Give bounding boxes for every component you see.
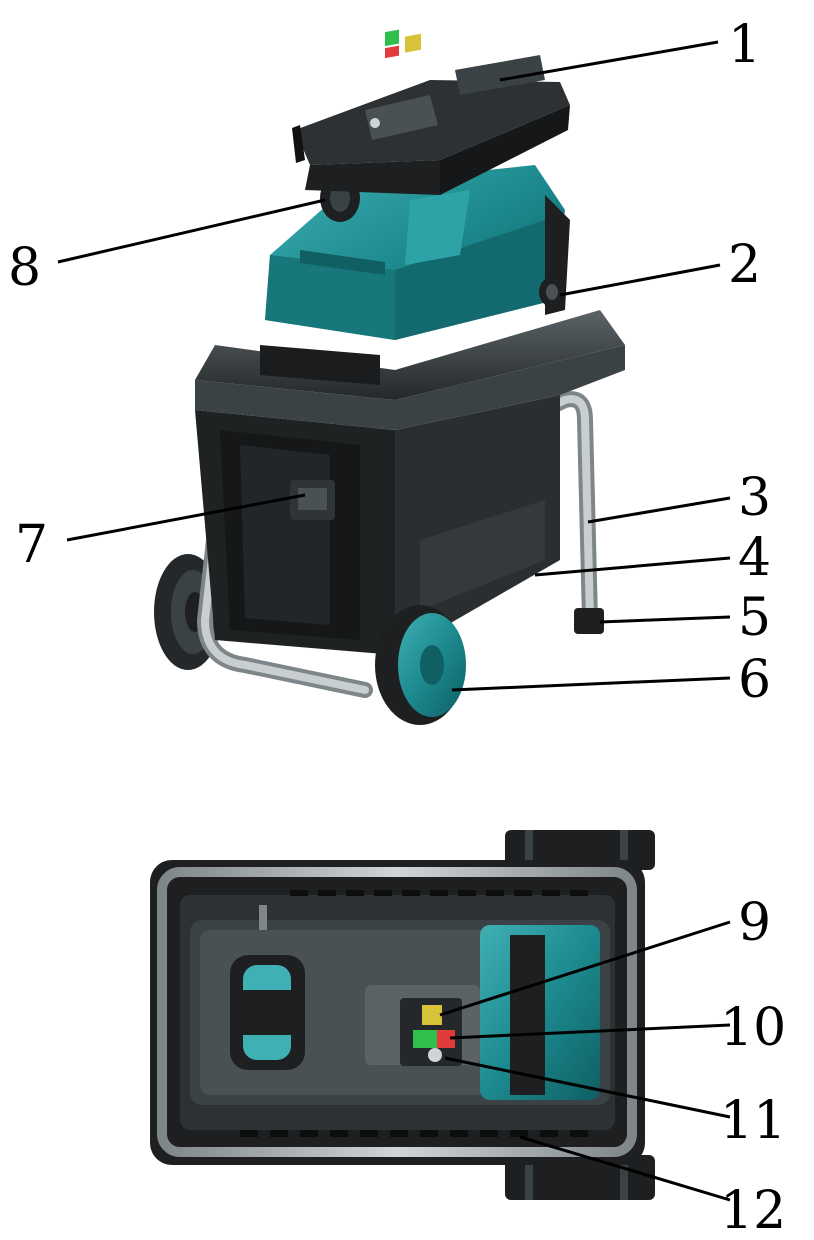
top-vent-lower: [240, 1130, 588, 1137]
callout-5: 5: [738, 588, 771, 648]
feed-opening: [230, 955, 305, 1070]
callout-9: 9: [738, 893, 771, 953]
front-wheel: [375, 605, 466, 725]
top-on-switch: [413, 1030, 437, 1048]
support-foot: [574, 608, 604, 634]
adjust-knob: [539, 277, 565, 307]
callout-7: 7: [15, 515, 48, 575]
callout-6: 6: [738, 650, 771, 710]
callout-2: 2: [728, 235, 761, 295]
leader-lines: [57, 40, 731, 1202]
callout-numbers: 1 2 3 4 5 6 7 8 9 10 11 12: [8, 15, 786, 1240]
top-overload-button: [428, 1048, 442, 1062]
reset-switch: [405, 33, 421, 53]
collection-box: [195, 395, 560, 655]
callout-11: 11: [720, 1091, 786, 1151]
callout-4: 4: [738, 528, 771, 588]
top-vent-upper: [290, 890, 588, 896]
top-view: [150, 830, 655, 1200]
perspective-view: [154, 29, 625, 725]
overload-button: [370, 118, 380, 128]
callout-1: 1: [728, 15, 761, 75]
callout-8: 8: [8, 238, 41, 298]
top-reset-switch: [422, 1005, 442, 1025]
off-switch: [385, 45, 399, 59]
callout-3: 3: [738, 468, 771, 528]
callout-10: 10: [720, 998, 786, 1058]
on-switch: [385, 29, 399, 47]
frame-handle: [196, 391, 598, 698]
switch-panel: [365, 29, 438, 140]
callout-12: 12: [720, 1181, 786, 1240]
top-switch-panel: [365, 985, 480, 1066]
top-off-switch: [437, 1030, 455, 1048]
